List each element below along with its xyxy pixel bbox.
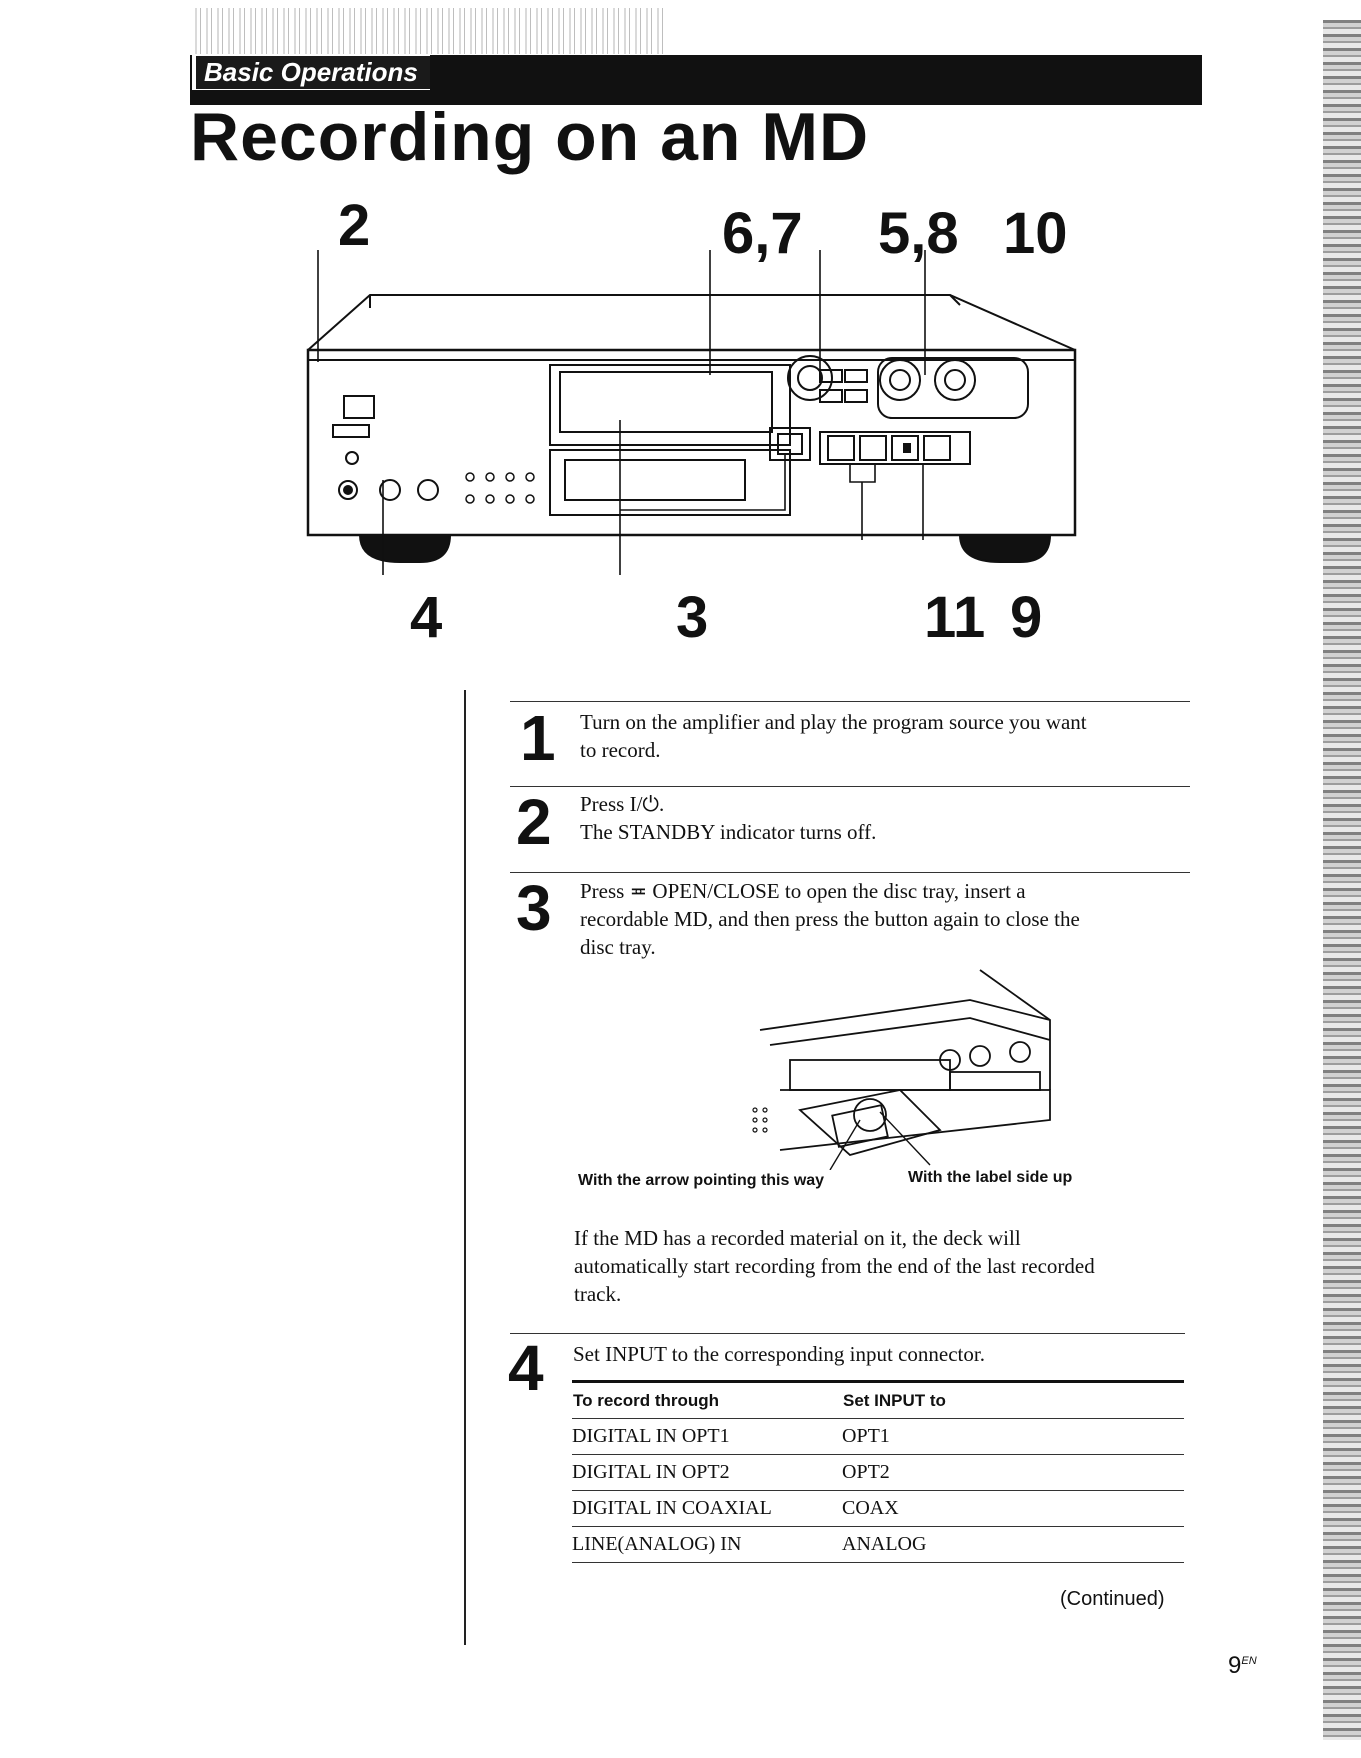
table-row: LINE(ANALOG) IN ANALOG bbox=[572, 1526, 1184, 1563]
step-3-note: If the MD has a recorded material on it,… bbox=[574, 1224, 1194, 1308]
callout-3: 3 bbox=[676, 585, 709, 650]
table-header-cell: Set INPUT to bbox=[842, 1381, 1184, 1419]
step-2-number: 2 bbox=[516, 786, 552, 858]
callout-10: 10 bbox=[1003, 201, 1068, 266]
step-rule bbox=[510, 786, 1190, 787]
table-cell: OPT2 bbox=[842, 1454, 1184, 1491]
continued-label: (Continued) bbox=[1060, 1588, 1165, 1610]
step-1-number: 1 bbox=[520, 702, 556, 774]
step-3-note-line: track. bbox=[574, 1282, 622, 1306]
callout-2: 2 bbox=[338, 193, 371, 258]
table-cell: DIGITAL IN OPT1 bbox=[572, 1418, 842, 1455]
table-row: DIGITAL IN COAXIAL COAX bbox=[572, 1490, 1184, 1527]
table-header-row: To record through Set INPUT to bbox=[572, 1381, 1184, 1419]
scan-noise bbox=[195, 8, 665, 54]
table-cell: OPT1 bbox=[842, 1418, 1184, 1455]
table-cell: DIGITAL IN OPT2 bbox=[572, 1454, 842, 1491]
margin-rule bbox=[464, 690, 466, 1645]
step-2-line: The STANDBY indicator turns off. bbox=[580, 820, 877, 844]
callout-11: 11 bbox=[924, 585, 986, 650]
step-3-line: recordable MD, and then press the button… bbox=[580, 907, 1080, 931]
table-cell: LINE(ANALOG) IN bbox=[572, 1526, 842, 1563]
disc-insertion-illustration bbox=[752, 969, 1051, 1170]
step-rule bbox=[510, 872, 1190, 873]
step-rule bbox=[510, 1333, 1185, 1334]
step-2-line: Press I/⏻. bbox=[580, 792, 665, 816]
section-label-box: Basic Operations bbox=[192, 54, 430, 90]
page-title: Recording on an MD bbox=[190, 99, 870, 175]
page-edge-strip bbox=[1323, 20, 1361, 1740]
step-1-line: to record. bbox=[580, 738, 661, 762]
section-label: Basic Operations bbox=[196, 56, 430, 89]
callout-9: 9 bbox=[1010, 585, 1043, 650]
step-2-text: Press I/⏻. The STANDBY indicator turns o… bbox=[580, 790, 1190, 846]
step-3-line: Press ≖ OPEN/CLOSE to open the disc tray… bbox=[580, 879, 1026, 903]
page-number-value: 9 bbox=[1228, 1652, 1242, 1679]
page-number: 9EN bbox=[1228, 1652, 1257, 1680]
callout-5-8: 5,8 bbox=[878, 201, 959, 266]
callout-4: 4 bbox=[410, 585, 443, 650]
step-4-number: 4 bbox=[508, 1332, 544, 1404]
table-row: DIGITAL IN OPT2 OPT2 bbox=[572, 1454, 1184, 1491]
caption-arrow-direction: With the arrow pointing this way bbox=[578, 1172, 825, 1189]
step-3-number: 3 bbox=[516, 872, 552, 944]
callout-6-7: 6,7 bbox=[722, 201, 803, 266]
table-row: DIGITAL IN OPT1 OPT1 bbox=[572, 1418, 1184, 1455]
table-cell: DIGITAL IN COAXIAL bbox=[572, 1490, 842, 1527]
table-header-cell: To record through bbox=[572, 1381, 842, 1419]
table-cell: ANALOG bbox=[842, 1526, 1184, 1563]
page-number-suffix: EN bbox=[1241, 1655, 1257, 1667]
step-4-text: Set INPUT to the corresponding input con… bbox=[573, 1342, 985, 1366]
step-3-note-line: If the MD has a recorded material on it,… bbox=[574, 1226, 1021, 1250]
caption-label-side: With the label side up bbox=[908, 1169, 1073, 1186]
step-3-text: Press ≖ OPEN/CLOSE to open the disc tray… bbox=[580, 877, 1190, 961]
table-cell: COAX bbox=[842, 1490, 1184, 1527]
step-3-line: disc tray. bbox=[580, 935, 656, 959]
step-rule bbox=[510, 701, 1190, 702]
step-3-note-line: automatically start recording from the e… bbox=[574, 1254, 1095, 1278]
input-table: To record through Set INPUT to DIGITAL I… bbox=[572, 1380, 1184, 1563]
step-1-text: Turn on the amplifier and play the progr… bbox=[580, 708, 1190, 764]
md-deck-illustration bbox=[306, 250, 1077, 575]
step-1-line: Turn on the amplifier and play the progr… bbox=[580, 710, 1087, 734]
